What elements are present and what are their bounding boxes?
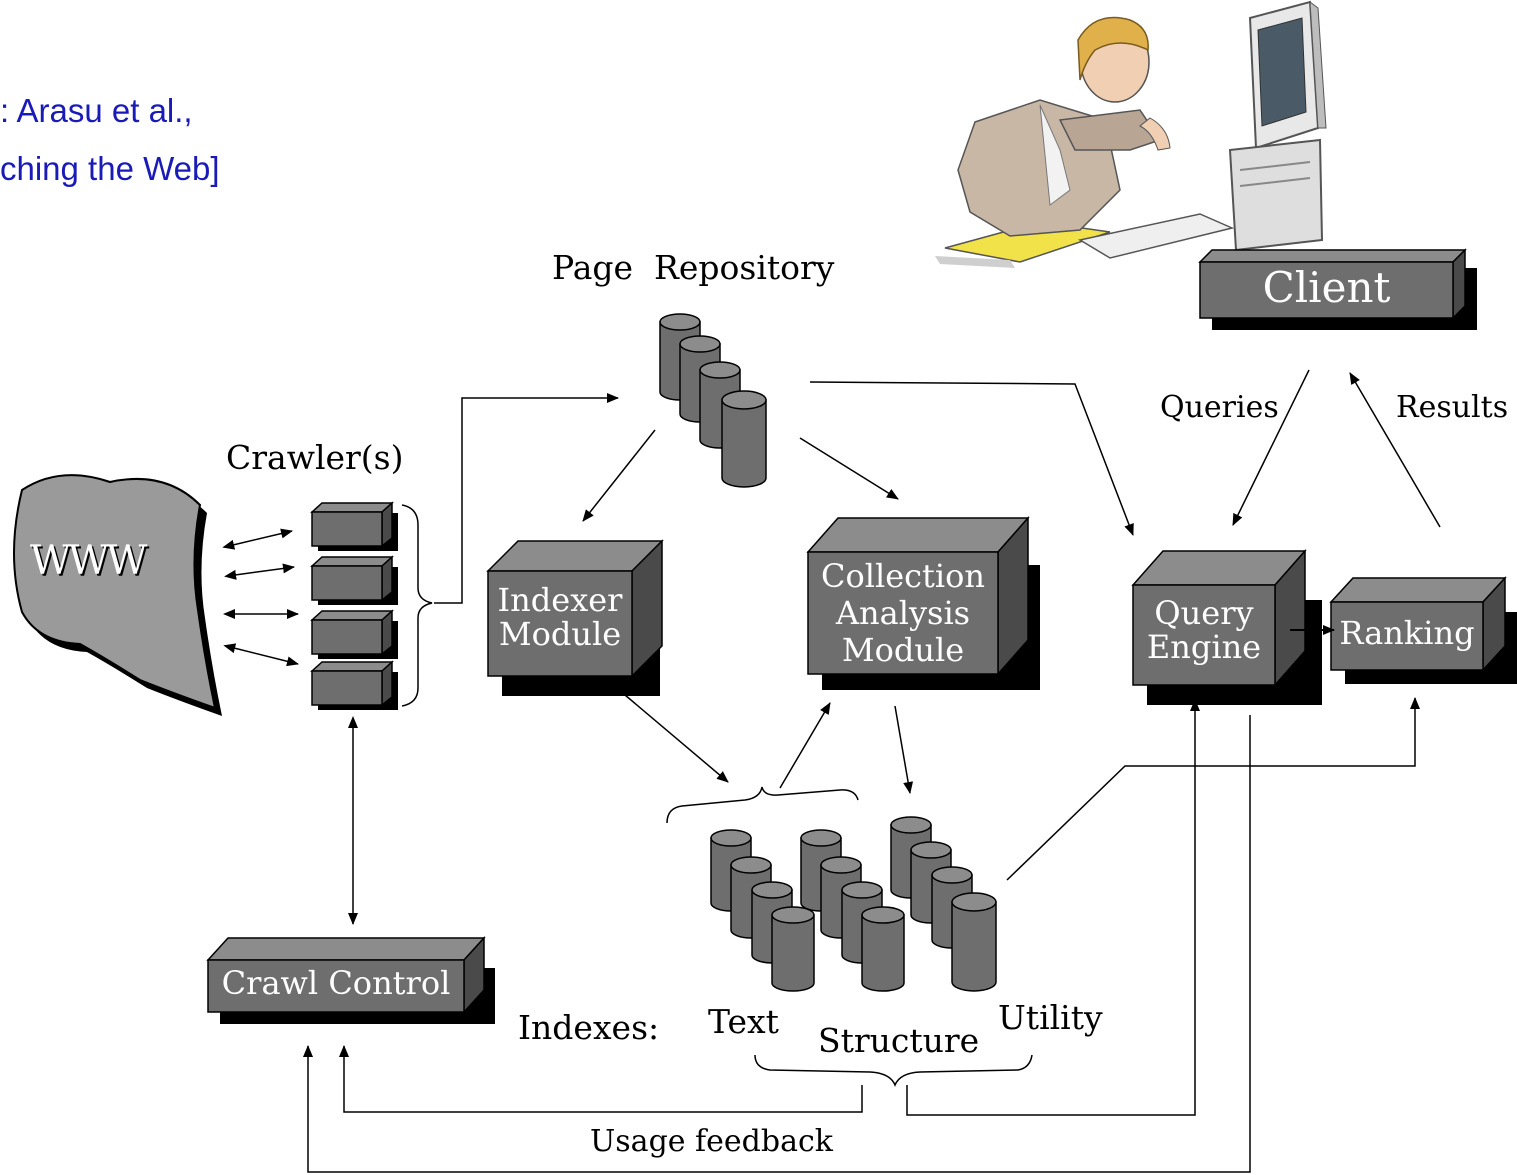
- crawler-box-4: [310, 660, 398, 710]
- crawler-boxes: [310, 501, 398, 710]
- indexes-to-query-engine-arrow: [906, 699, 1200, 1116]
- query-engine-label-line-2: Engine: [1146, 628, 1262, 666]
- query-engine-label: Query Engine: [1133, 596, 1275, 664]
- www-label: WWW: [30, 538, 147, 584]
- collection-analysis-module-box: [806, 516, 1040, 690]
- indexer-to-indexes-arrow: [624, 694, 729, 783]
- structure-index-cylinders: [800, 829, 905, 992]
- utility-index-cylinders: [890, 816, 997, 992]
- text-index-label: Text: [708, 1002, 779, 1041]
- results-arrow: [1349, 372, 1441, 528]
- client-illustration-icon: [935, 0, 1327, 268]
- text-index-cylinders: [710, 829, 815, 992]
- collection-label-line-3: Module: [841, 631, 965, 669]
- results-label: Results: [1396, 390, 1509, 425]
- crawler-box-3: [310, 609, 398, 659]
- indexer-label-line-2: Module: [498, 615, 622, 653]
- query-engine-box: [1131, 549, 1322, 705]
- page-repository-label: Page Repository: [552, 248, 835, 287]
- crawler-to-repository-arrow: [434, 393, 619, 604]
- ranking-label: Ranking: [1339, 614, 1475, 652]
- web-crawler-arrow-1: [222, 528, 293, 550]
- collection-to-indexes-arrow: [894, 705, 914, 794]
- repository-cylinder-4: [721, 390, 767, 488]
- queries-arrow: [1232, 369, 1310, 526]
- collection-label-line-1: Collection: [820, 557, 986, 595]
- usage-feedback-to-crawl-control-arrow: [339, 1045, 863, 1113]
- indexer-label-line-1: Indexer: [497, 581, 623, 619]
- www-cloud: [13, 474, 217, 710]
- web-crawler-arrow-2: [224, 563, 295, 580]
- citation-line-2: ching the Web]: [0, 150, 220, 187]
- indexes-label: Indexes:: [518, 1008, 660, 1047]
- client-label: Client: [1262, 263, 1391, 312]
- repository-to-query-engine-arrow: [809, 381, 1134, 536]
- citation-line-1: : Arasu et al.,: [0, 92, 193, 129]
- crawlers-label: Crawler(s): [226, 438, 404, 477]
- crawler-box-2: [310, 555, 398, 605]
- indexes-to-collection-arrow: [779, 702, 831, 789]
- indexer-module-label: Indexer Module: [488, 583, 632, 651]
- collection-module-label: Collection Analysis Module: [808, 558, 998, 669]
- crawl-control-box: [206, 936, 495, 1024]
- indexes-to-ranking-arrow: [1006, 697, 1420, 881]
- indexes-top-brace: [666, 786, 859, 824]
- indexes-bottom-brace: [754, 1054, 1033, 1087]
- structure-index-label: Structure: [818, 1021, 980, 1060]
- page-repository-cylinders: [659, 313, 767, 488]
- collection-label-line-2: Analysis: [835, 594, 971, 632]
- crawler-box-1: [310, 501, 398, 551]
- repository-to-collection-arrow: [799, 437, 899, 500]
- crawler-brace: [401, 504, 433, 707]
- query-engine-usage-line: [303, 715, 1251, 1173]
- usage-feedback-label: Usage feedback: [590, 1124, 833, 1159]
- repository-to-indexer-arrow: [582, 429, 656, 522]
- crawl-control-label: Crawl Control: [221, 964, 451, 1002]
- queries-label: Queries: [1160, 390, 1279, 425]
- web-crawler-arrow-4: [223, 643, 299, 667]
- utility-index-label: Utility: [998, 998, 1103, 1037]
- client-box: [1198, 248, 1477, 330]
- indexer-module-box: [486, 539, 664, 696]
- ranking-box: [1329, 576, 1517, 684]
- query-engine-label-line-1: Query: [1154, 594, 1254, 632]
